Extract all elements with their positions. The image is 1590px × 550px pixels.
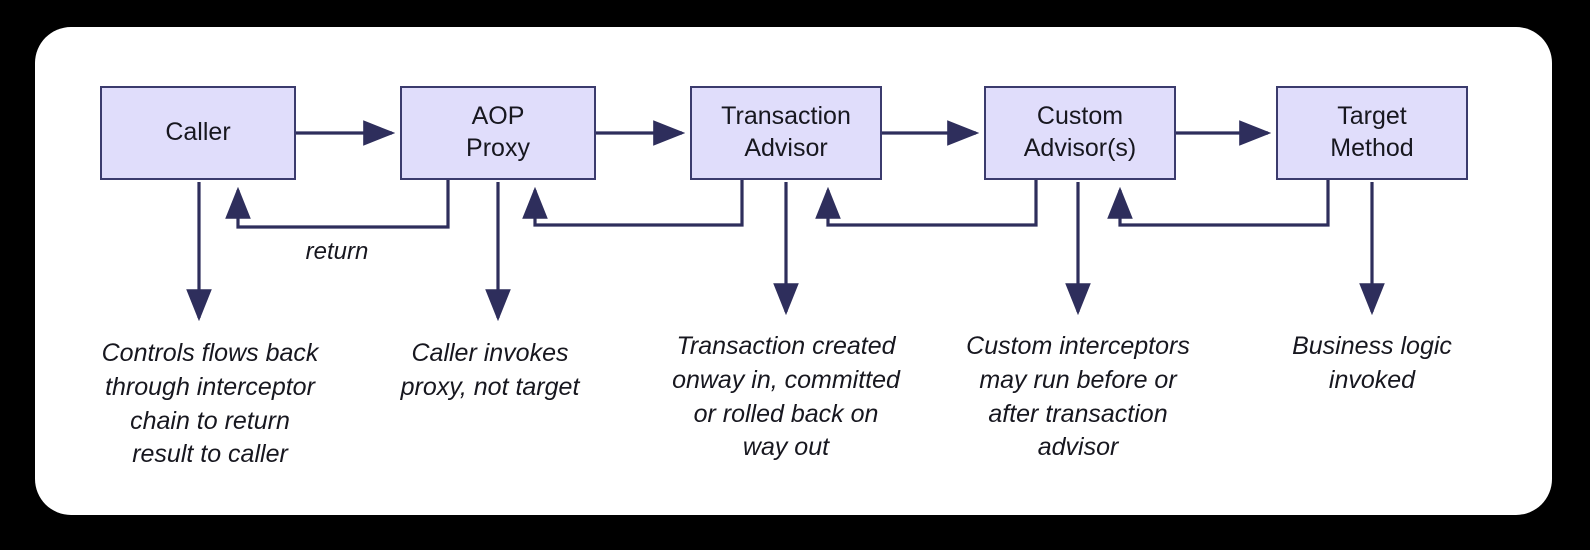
callout-transaction-advisor: Transaction created onway in, committed …	[672, 332, 900, 462]
return-edge-custom-advisor-to-tx-advisor	[815, 180, 1038, 227]
return-edge-aop-proxy-to-caller	[225, 180, 450, 229]
callout-target-method: Business logic invoked	[1292, 332, 1452, 394]
callout-custom-advisors: Custom interceptors may run before or af…	[966, 332, 1190, 462]
edge-label-return: return	[305, 238, 369, 265]
callout-caller: Controls flows back through interceptor …	[101, 339, 319, 469]
node-caller[interactable]: Caller	[100, 86, 296, 180]
node-aop-proxy[interactable]: AOP Proxy	[400, 86, 596, 180]
node-transaction-advisor[interactable]: Transaction Advisor	[690, 86, 882, 180]
node-target-method[interactable]: Target Method	[1276, 86, 1468, 180]
return-edge-target-method-to-custom-advisor	[1107, 180, 1330, 227]
callout-aop-proxy: Caller invokes proxy, not target	[400, 339, 580, 401]
node-custom-advisors[interactable]: Custom Advisor(s)	[984, 86, 1176, 180]
return-edge-tx-advisor-to-aop-proxy	[522, 180, 744, 227]
